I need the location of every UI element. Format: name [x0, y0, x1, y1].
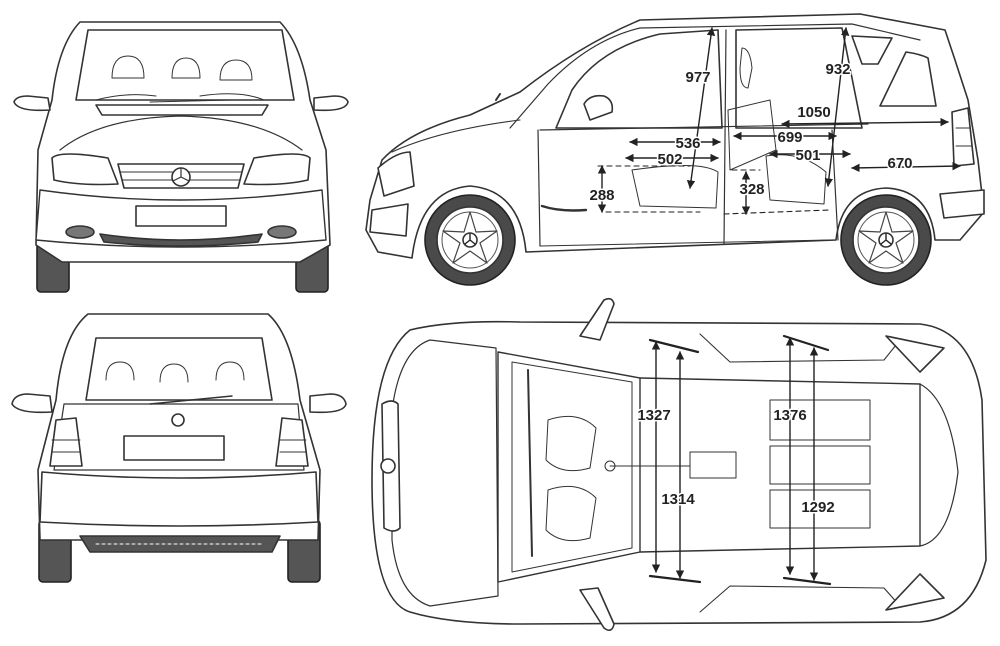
dim-977: 977 [685, 69, 710, 86]
dim-288: 288 [589, 187, 614, 204]
dim-699: 699 [777, 129, 802, 146]
dim-670: 670 [887, 155, 912, 172]
rear-view [11, 313, 347, 583]
dim-1292: 1292 [801, 499, 834, 516]
dim-line-670 [851, 161, 961, 173]
side-dimension-labels: 977 932 1050 536 699 502 501 670 288 328 [588, 60, 914, 206]
dim-502: 502 [657, 151, 682, 168]
side-dimension-lines [597, 27, 961, 215]
dim-line-1050 [781, 117, 949, 129]
dim-328: 328 [739, 181, 764, 198]
dim-line-932 [824, 27, 850, 187]
dim-1327: 1327 [637, 407, 670, 424]
dim-536: 536 [675, 135, 700, 152]
top-dimension-labels: 1327 1314 1376 1292 [636, 406, 836, 518]
dim-1376: 1376 [773, 407, 806, 424]
top-dimension-lines [648, 334, 832, 586]
dim-1314: 1314 [661, 491, 695, 508]
dim-1050: 1050 [797, 104, 830, 121]
front-view [13, 21, 349, 293]
dim-932: 932 [825, 61, 850, 78]
dim-501: 501 [795, 147, 820, 164]
